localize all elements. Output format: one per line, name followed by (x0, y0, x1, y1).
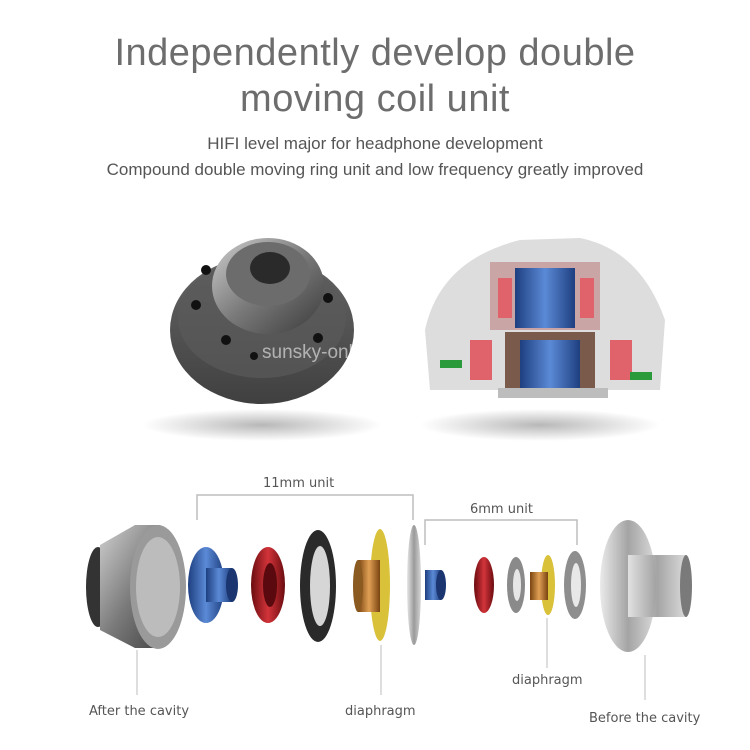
title-line-1: Independently develop double (114, 32, 636, 74)
label-11mm-unit: 11mm unit (263, 476, 335, 491)
label-diaphragm-large: diaphragm (345, 704, 416, 719)
label-before-cavity: Before the cavity (589, 711, 701, 726)
title-line-2: moving coil unit (240, 78, 510, 120)
page-title: Independently develop double moving coil… (0, 30, 750, 122)
subtitle-line-1: HIFI level major for headphone developme… (207, 134, 543, 153)
assembled-driver-image (142, 238, 382, 441)
label-6mm-unit: 6mm unit (470, 502, 533, 517)
exploded-parts-image (86, 494, 692, 700)
subtitle-line-2: Compound double moving ring unit and low… (106, 160, 644, 179)
watermark: sunsky-online.com (262, 342, 420, 363)
label-after-cavity: After the cavity (89, 704, 190, 719)
cutaway-driver-image (420, 238, 665, 441)
label-diaphragm-small: diaphragm (512, 673, 583, 688)
